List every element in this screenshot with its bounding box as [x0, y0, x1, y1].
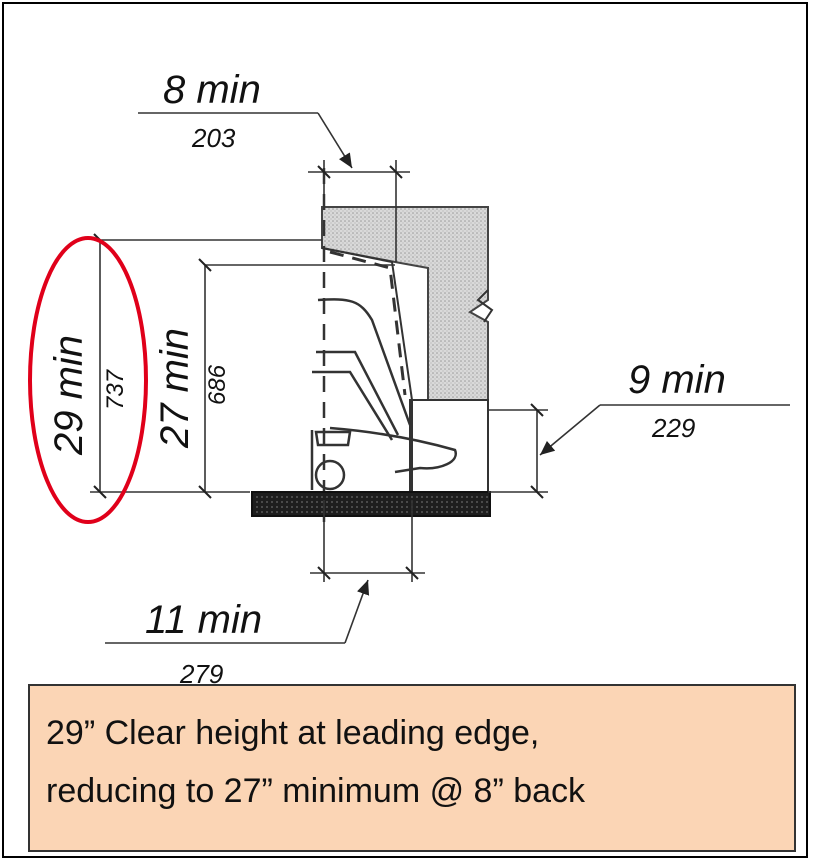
highlight-ellipse [28, 236, 148, 524]
dim-right-metric: 229 [651, 413, 695, 443]
knee-slope-line [321, 247, 413, 492]
toe-block [409, 399, 489, 493]
wheelchair-sketch [310, 298, 457, 491]
knee-slope-dashed [329, 250, 407, 396]
note-line-2: reducing to 27” minimum @ 8” back [46, 772, 586, 810]
dim-bottom-imperial: 11 min [145, 598, 262, 642]
dim-top-metric: 203 [191, 123, 236, 153]
dim-inner-imperial: 27 min [153, 328, 197, 449]
dim-inner-metric: 686 [204, 364, 231, 405]
note-line-1: 29” Clear height at leading edge, [46, 714, 540, 752]
break-mark [476, 289, 494, 323]
dim-right-imperial: 9 min [628, 358, 726, 402]
dim-outer-metric: 737 [102, 368, 129, 410]
dim-top-imperial: 8 min [163, 68, 261, 112]
dim-outer-imperial: 29 min [47, 335, 91, 456]
floor [251, 491, 491, 517]
note-box: 29” Clear height at leading edge, reduci… [28, 684, 796, 852]
